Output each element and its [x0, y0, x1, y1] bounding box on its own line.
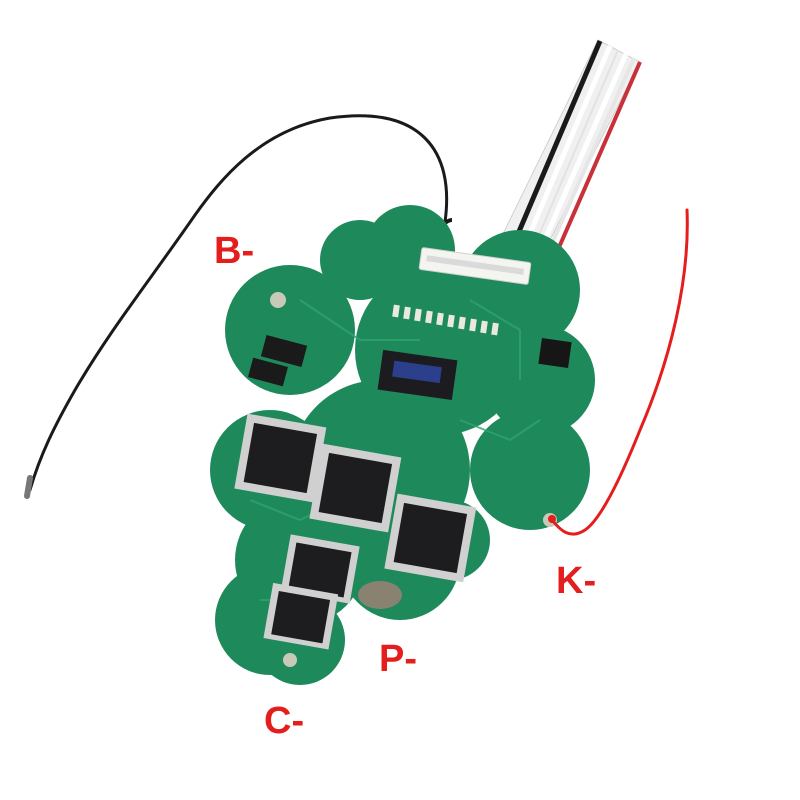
- mosfet-row: [234, 413, 477, 650]
- c-minus-label: C-: [264, 700, 305, 742]
- wire-harness: [428, 39, 642, 269]
- k-minus-wire: [550, 208, 689, 536]
- b-minus-label: B-: [214, 230, 255, 272]
- k-minus-label: K-: [556, 560, 597, 602]
- small-transistor: [538, 338, 572, 368]
- controller-ic: [377, 349, 458, 400]
- b-minus-wire: [28, 114, 449, 492]
- resistor-row: [392, 304, 499, 336]
- balance-connector: [418, 247, 532, 285]
- b-minus-wire-tip: [24, 475, 33, 499]
- shunt-resistors: [248, 334, 308, 387]
- p-minus-label: P-: [379, 638, 417, 680]
- k-minus-dot: [548, 515, 556, 523]
